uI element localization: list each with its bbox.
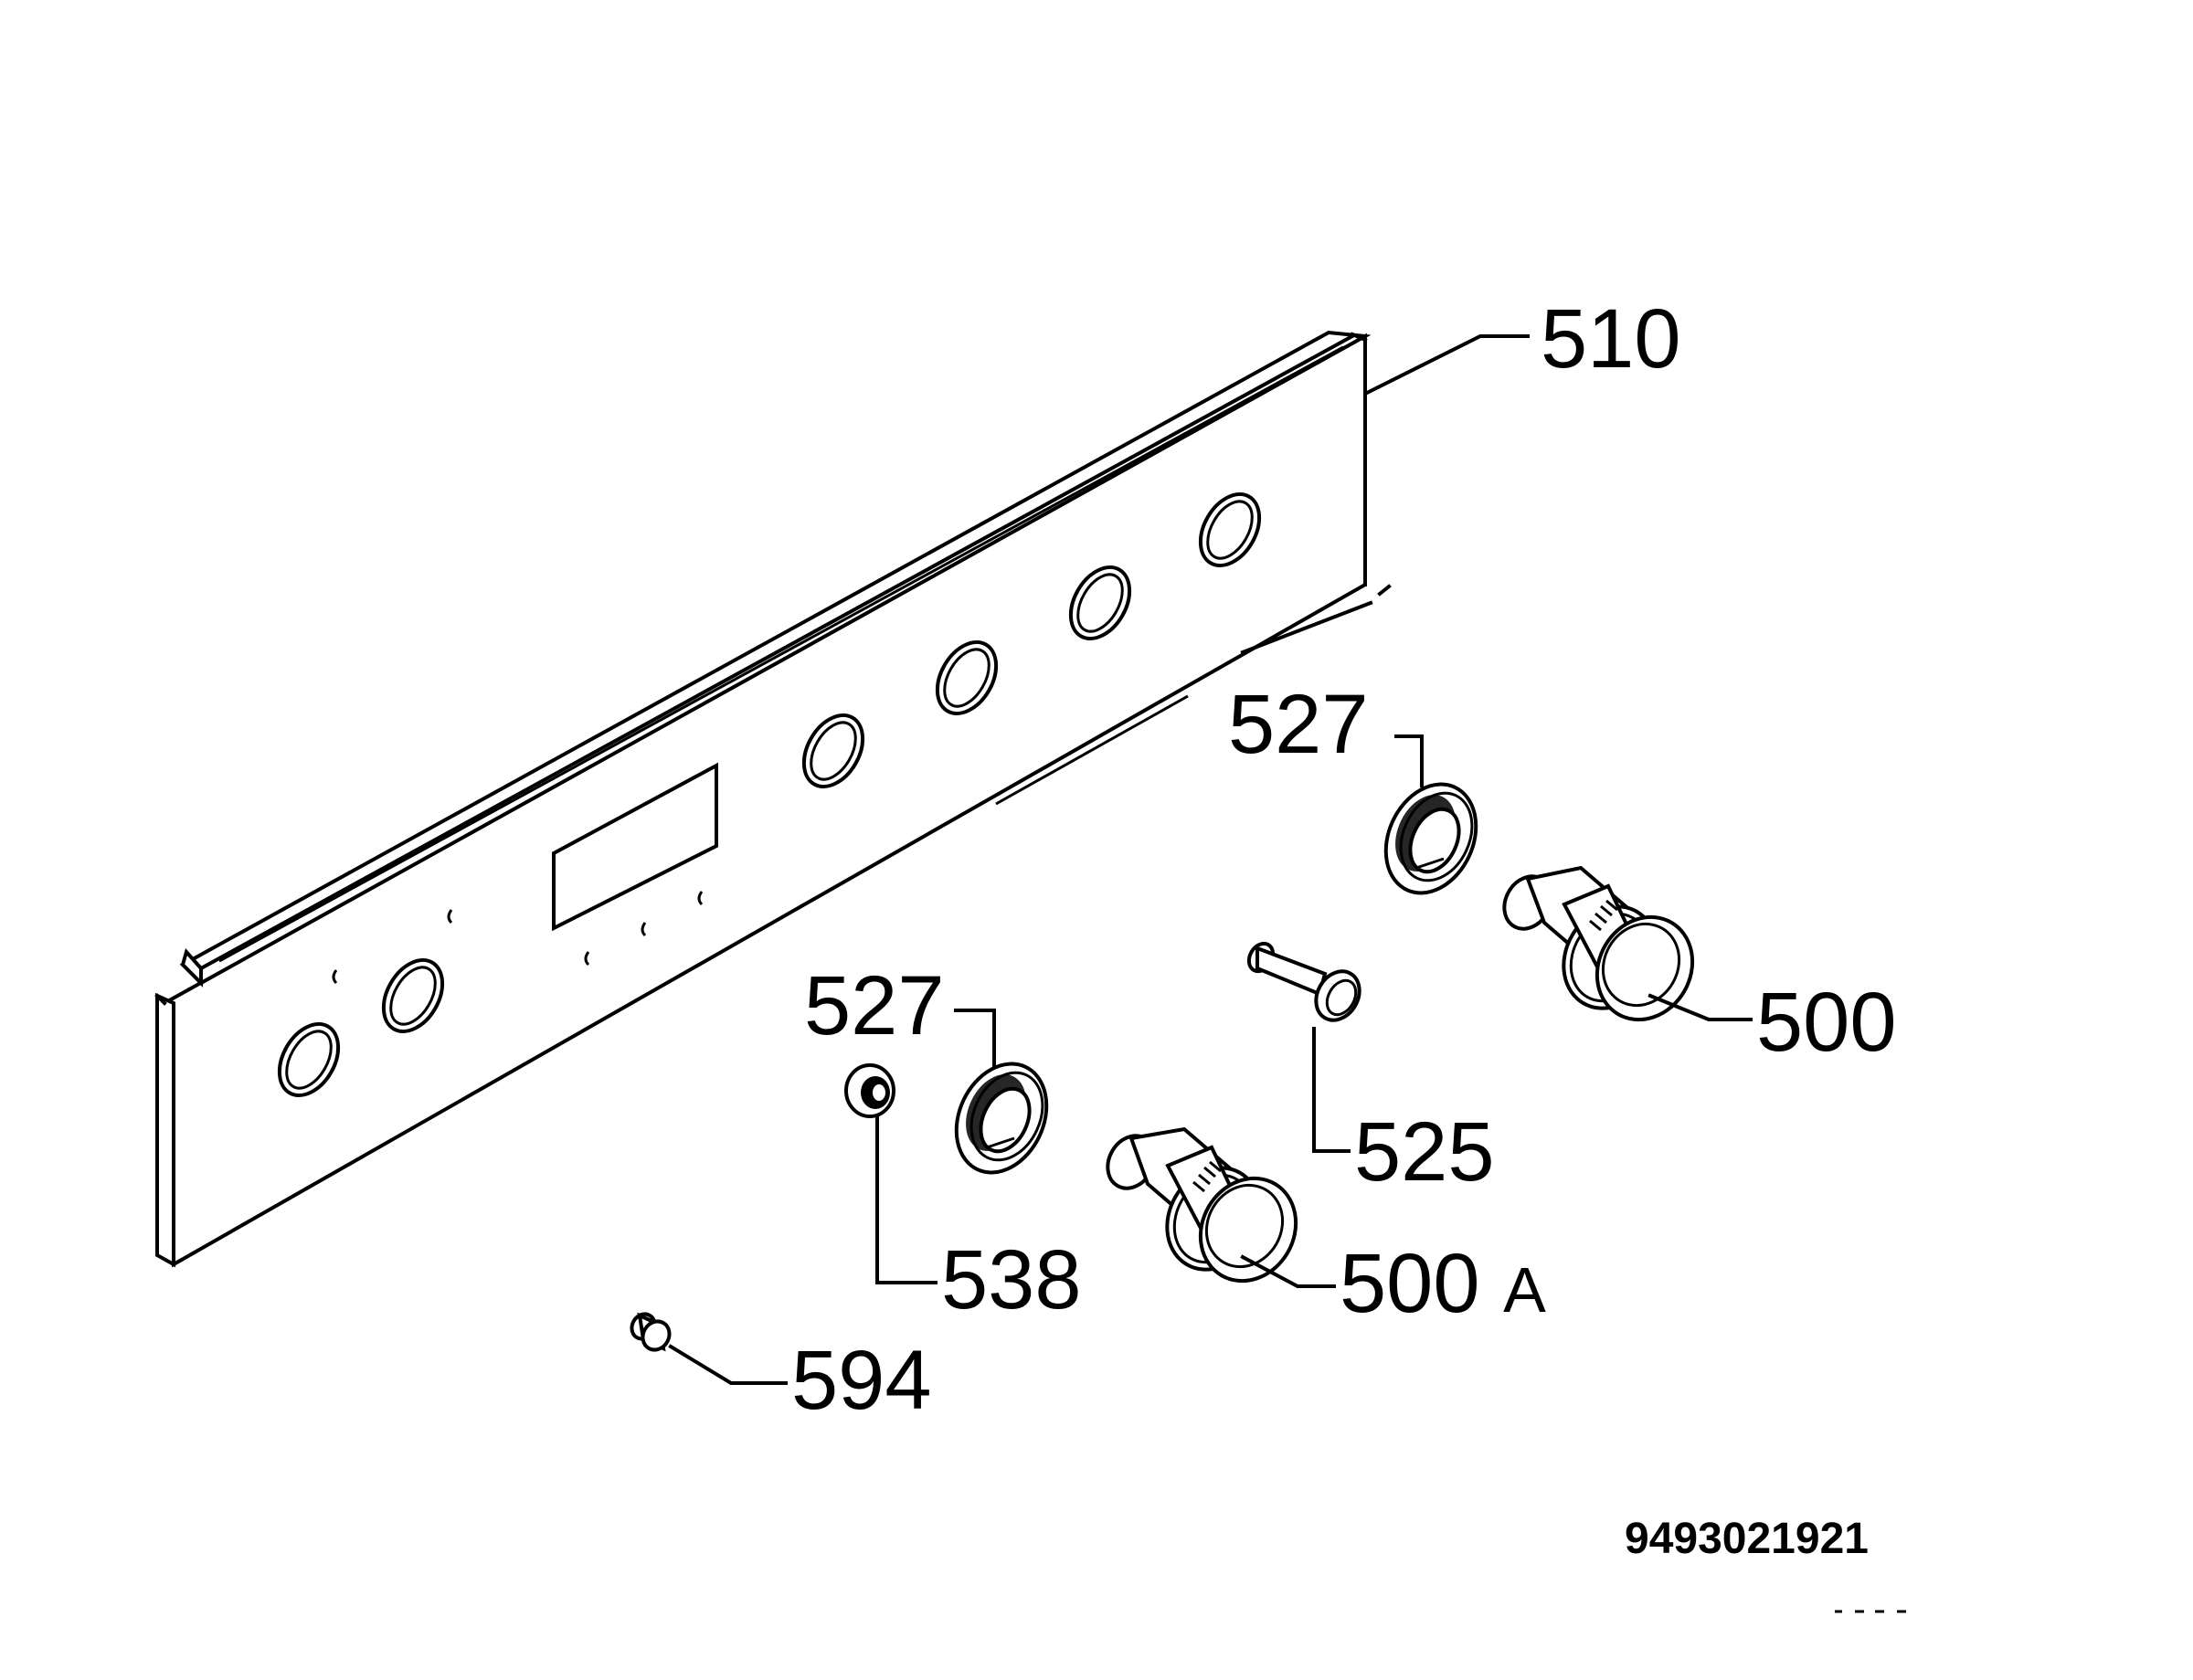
label-part-527-lower: 527 [804,959,945,1052]
leader-line-527-lower [954,1009,996,1069]
label-part-594: 594 [791,1334,932,1427]
panel-indicator-mark [332,969,338,985]
panel-display-window [552,762,718,932]
panel-knob-hole [277,1022,341,1097]
upper-bezel-ring [1383,782,1478,895]
label-part-500a-number: 500 [1340,1237,1480,1330]
leader-line-500 [1647,993,1753,1021]
document-number: 9493021921 [1625,1515,1869,1563]
label-part-538: 538 [941,1233,1082,1326]
panel-indicator-mark [641,922,647,937]
upper-control-knob [1502,865,1695,1022]
leader-line-538 [875,1116,938,1284]
panel-knob-hole [935,640,999,715]
panel-knob-hole [801,713,865,788]
label-part-500a: 500 A [1340,1237,1546,1330]
panel-indicator-mark [584,951,590,967]
panel-knob-hole [1198,492,1262,567]
lower-control-knob [1106,1126,1298,1284]
leader-line-527-upper [1394,734,1424,787]
small-washer [844,1063,895,1118]
label-part-510: 510 [1541,292,1681,386]
label-part-500: 500 [1756,976,1897,1069]
panel-knob-hole [381,958,445,1033]
leader-line-594 [668,1344,788,1385]
leader-line-525 [1312,1027,1351,1153]
control-panel [154,330,1392,1268]
panel-indicator-mark [697,891,704,906]
leader-line-510 [1364,334,1530,396]
label-part-525: 525 [1354,1105,1495,1199]
label-part-527-upper: 527 [1228,678,1369,771]
spindle-screw [1246,941,1361,1022]
panel-knob-hole [1068,565,1132,640]
label-part-500a-suffix: A [1503,1254,1546,1326]
leader-line-500a [1240,1254,1336,1288]
panel-indicator-mark [447,909,453,925]
small-plug [630,1312,672,1352]
lower-bezel-ring [954,1062,1049,1175]
